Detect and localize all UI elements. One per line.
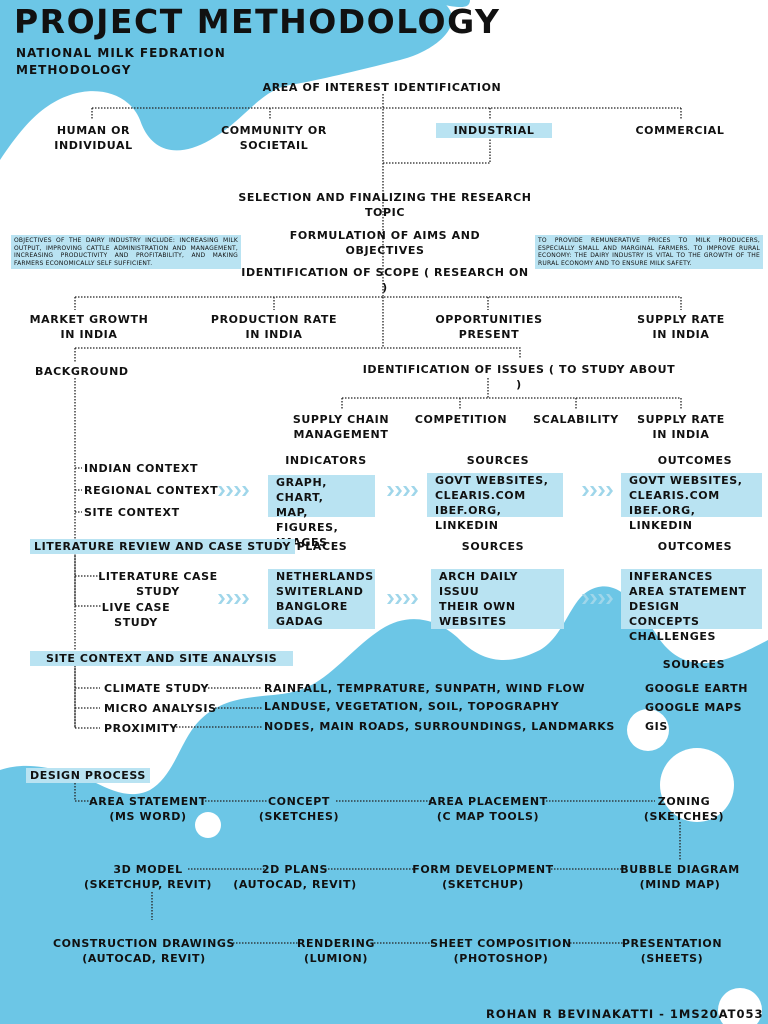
arrow-chevrons (387, 594, 418, 604)
objectives-right-note: TO PROVIDE REMUNERATIVE PRICES TO MILK P… (535, 235, 763, 269)
climate-details: RAINFALL, TEMPRATURE, SUNPATH, WIND FLOW (264, 682, 586, 695)
literature-places-heading: PLACES (296, 540, 348, 553)
option-community: COMMUNITY OR SOCIETAIL (221, 124, 327, 152)
issue-supply-chain: SUPPLY CHAIN MANAGEMENT (292, 413, 390, 441)
scope-market-growth: MARKET GROWTH IN INDIA (29, 313, 149, 341)
literature-sources-heading: SOURCES (461, 540, 525, 553)
selection-heading: SELECTION AND FINALIZING THE RESEARCH TO… (238, 191, 532, 219)
author-credit: ROHAN R BEVINAKATTI - 1MS20AT053 (486, 1007, 764, 1021)
dp-form-development: FORM DEVELOPMENT (SKETCHUP) (412, 863, 554, 891)
site-sources-heading: SOURCES (662, 658, 726, 671)
sources-heading: SOURCES (466, 454, 530, 467)
proximity: PROXIMITY (104, 722, 178, 735)
arrow-chevrons (218, 486, 249, 496)
dp-area-placement: AREA PLACEMENT (C MAP TOOLS) (428, 795, 548, 823)
literature-case-study: LITERATURE CASE STUDY (98, 570, 218, 598)
proximity-details: NODES, MAIN ROADS, SURROUNDINGS, LANDMAR… (264, 720, 615, 733)
literature-outcomes-heading: OUTCOMES (657, 540, 733, 553)
dp-2d-plans: 2D PLANS (AUTOCAD, REVIT) (233, 863, 357, 891)
outcomes-heading: OUTCOMES (657, 454, 733, 467)
background-regional-context: REGIONAL CONTEXT (84, 484, 219, 497)
background-indian-context: INDIAN CONTEXT (84, 462, 199, 475)
arrow-chevrons (582, 594, 613, 604)
issues-heading: IDENTIFICATION OF ISSUES ( TO STUDY ABOU… (362, 363, 676, 391)
dp-presentation: PRESENTATION (SHEETS) (621, 937, 723, 965)
design-process-label: DESIGN PROCESS (26, 768, 150, 783)
source-google-maps: GOOGLE MAPS (645, 701, 743, 714)
literature-sources-box: ARCH DAILY ISSUU THEIR OWN WEBSITES (431, 569, 564, 629)
issue-competition: COMPETITION (414, 413, 508, 426)
arrow-chevrons (387, 486, 418, 496)
arrow-chevrons (218, 594, 249, 604)
literature-outcomes-box: INFERANCES AREA STATEMENT DESIGN CONCEPT… (621, 569, 762, 643)
issue-scalability: SCALABILITY (533, 413, 619, 426)
live-case-study: LIVE CASE STUDY (101, 601, 171, 629)
micro-analysis: MICRO ANALYSIS (104, 702, 217, 715)
literature-label: LITERATURE REVIEW AND CASE STUDY (30, 539, 295, 554)
background-label: BACKGROUND (35, 365, 129, 378)
places-box: NETHERLANDS SWITERLAND BANGLORE GADAG (268, 569, 375, 629)
dp-bubble-diagram: BUBBLE DIAGRAM (MIND MAP) (620, 863, 740, 891)
issue-supply-rate: SUPPLY RATE IN INDIA (637, 413, 725, 441)
dp-construction-drawings: CONSTRUCTION DRAWINGS (AUTOCAD, REVIT) (52, 937, 236, 965)
page-subtitle: NATIONAL MILK FEDRATION METHODOLOGY (16, 46, 226, 77)
aims-heading: FORMULATION OF AIMS AND OBJECTIVES (289, 229, 481, 257)
scope-opportunities: OPPORTUNITIES PRESENT (435, 313, 543, 341)
dp-zoning: ZONING (SKETCHES) (643, 795, 725, 823)
arrow-chevrons (582, 486, 613, 496)
option-industrial: INDUSTRIAL (436, 123, 552, 138)
dp-rendering: RENDERING (LUMION) (296, 937, 376, 965)
indicators-heading: INDICATORS (285, 454, 367, 467)
site-analysis-label: SITE CONTEXT AND SITE ANALYSIS (30, 651, 294, 666)
objectives-left-note: OBJECTIVES OF THE DAIRY INDUSTRY INCLUDE… (11, 235, 241, 269)
scope-production-rate: PRODUCTION RATE IN INDIA (210, 313, 338, 341)
scope-heading: IDENTIFICATION OF SCOPE ( RESEARCH ON ) (241, 266, 529, 294)
scope-supply-rate: SUPPLY RATE IN INDIA (637, 313, 725, 341)
area-of-interest-heading: AREA OF INTEREST IDENTIFICATION (262, 81, 502, 94)
climate-study: CLIMATE STUDY (104, 682, 210, 695)
option-commercial: COMMERCIAL (635, 124, 725, 137)
sources-box: GOVT WEBSITES, CLEARIS.COM IBEF.ORG, LIN… (427, 473, 563, 532)
source-gis: GIS (645, 720, 668, 733)
dp-area-statement: AREA STATEMENT (MS WORD) (89, 795, 207, 823)
dp-concept: CONCEPT (SKETCHES) (258, 795, 340, 823)
background-site-context: SITE CONTEXT (84, 506, 180, 519)
micro-details: LANDUSE, VEGETATION, SOIL, TOPOGRAPHY (264, 700, 560, 713)
outcomes-box: GOVT WEBSITES, CLEARIS.COM IBEF.ORG, LIN… (621, 473, 762, 532)
dp-3d-model: 3D MODEL (SKETCHUP, REVIT) (83, 863, 213, 891)
source-google-earth: GOOGLE EARTH (645, 682, 749, 695)
option-human: HUMAN OR INDIVIDUAL (54, 124, 133, 152)
dp-sheet-composition: SHEET COMPOSITION (PHOTOSHOP) (430, 937, 572, 965)
page-title: PROJECT METHODOLOGY (14, 2, 501, 41)
indicators-box: GRAPH, CHART, MAP, FIGURES, IMAGES (268, 475, 375, 549)
